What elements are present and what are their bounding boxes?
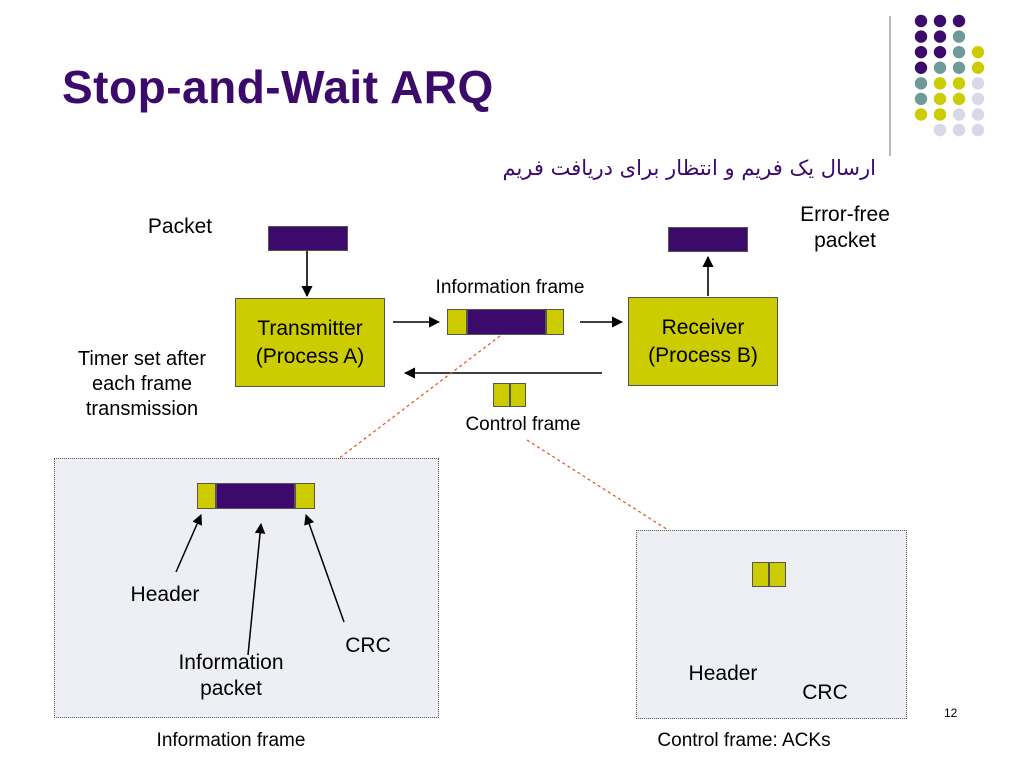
decorative-dot <box>971 77 985 90</box>
arrow-to-info-header <box>175 514 203 573</box>
detail-info-packet-line2: packet <box>200 677 262 701</box>
detail-info-packet-label: Information packet <box>150 650 312 703</box>
decorative-dot <box>971 123 985 137</box>
decorative-dot <box>933 92 947 106</box>
decorative-dot <box>933 108 947 121</box>
zoom-line-control-frame <box>526 439 669 531</box>
detail-info-header-label: Header <box>130 583 200 606</box>
decorative-dot <box>971 61 985 74</box>
timer-line2: each frame <box>91 373 193 395</box>
page-number: 12 <box>944 706 958 720</box>
control-frame <box>493 383 526 407</box>
transmitter-line1: Transmitter <box>257 317 363 341</box>
error-free-packet-label: Error-free packet <box>775 202 915 255</box>
decorative-dot <box>952 61 966 74</box>
detail-control-header-label: Header <box>688 662 758 685</box>
slide-title: Stop-and-Wait ARQ <box>62 61 494 113</box>
detail-control-crc <box>769 562 786 587</box>
detail-info-payload <box>216 483 295 509</box>
error-free-label-line1: Error-free <box>800 203 890 226</box>
input-packet <box>268 226 348 251</box>
arrow-to-info-payload <box>247 522 266 656</box>
decorative-dot <box>914 92 928 106</box>
detail-info-crc-label: CRC <box>345 634 391 657</box>
detail-control-frame <box>752 562 786 587</box>
control-frame-detail-panel <box>636 530 907 719</box>
control-frame-label: Control frame <box>465 414 581 435</box>
error-free-label-line2: packet <box>814 229 876 253</box>
detail-info-crc <box>295 483 315 509</box>
receiver-line1: Receiver <box>661 316 745 340</box>
decorative-dot <box>914 14 928 28</box>
decorative-dot <box>971 108 985 121</box>
information-frame <box>447 309 564 335</box>
decorative-dot <box>933 123 947 137</box>
decorative-dot <box>933 14 947 28</box>
decorative-dot <box>933 77 947 90</box>
decorative-dot <box>933 61 947 74</box>
error-free-packet <box>668 227 748 252</box>
decorative-dot <box>952 14 966 28</box>
decorative-dot <box>914 108 928 121</box>
decorative-dot <box>952 30 966 43</box>
decorative-dot <box>914 45 928 59</box>
information-frame-caption: Information frame <box>156 730 306 751</box>
info-frame-header <box>447 309 467 335</box>
decorative-dot <box>914 30 928 43</box>
transmitter-line2: (Process A) <box>255 344 365 368</box>
receiver-box: Receiver (Process B) <box>628 297 778 386</box>
control-frame-crc <box>510 383 526 407</box>
control-frame-header <box>493 383 510 407</box>
decorative-dot <box>952 108 966 121</box>
decorative-dot <box>952 45 966 59</box>
detail-info-header <box>197 483 216 509</box>
detail-control-header <box>752 562 769 587</box>
decorative-dot <box>971 92 985 106</box>
slide-subtitle: ارسال یک فریم و انتظار برای دریافت فریم <box>502 156 876 180</box>
decorative-dot <box>933 45 947 59</box>
packet-label: Packet <box>147 215 213 238</box>
info-frame-crc <box>546 309 564 335</box>
decorative-divider <box>889 16 891 156</box>
timer-line3: transmission <box>85 398 199 420</box>
decorative-dot <box>933 30 947 43</box>
detail-information-frame <box>197 483 315 509</box>
decorative-dot <box>914 61 928 74</box>
decorative-dot <box>971 45 985 59</box>
timer-line1: Timer set after <box>77 348 207 370</box>
decorative-dot-grid <box>914 14 985 137</box>
zoom-line-info-frame <box>337 335 501 460</box>
decorative-dot <box>952 123 966 137</box>
receiver-line2: (Process B) <box>648 343 758 367</box>
detail-info-packet-line1: Information <box>178 651 284 674</box>
arrow-to-info-crc <box>304 514 345 623</box>
info-frame-payload <box>467 309 546 335</box>
control-frame-caption: Control frame: ACKs <box>657 730 831 751</box>
decorative-dot <box>914 77 928 90</box>
timer-label: Timer set after each frame transmission <box>52 347 232 422</box>
information-frame-label: Information frame <box>435 277 585 298</box>
decorative-dot <box>952 92 966 106</box>
transmitter-box: Transmitter (Process A) <box>235 298 385 387</box>
detail-control-crc-label: CRC <box>802 681 848 704</box>
decorative-dot <box>952 77 966 90</box>
